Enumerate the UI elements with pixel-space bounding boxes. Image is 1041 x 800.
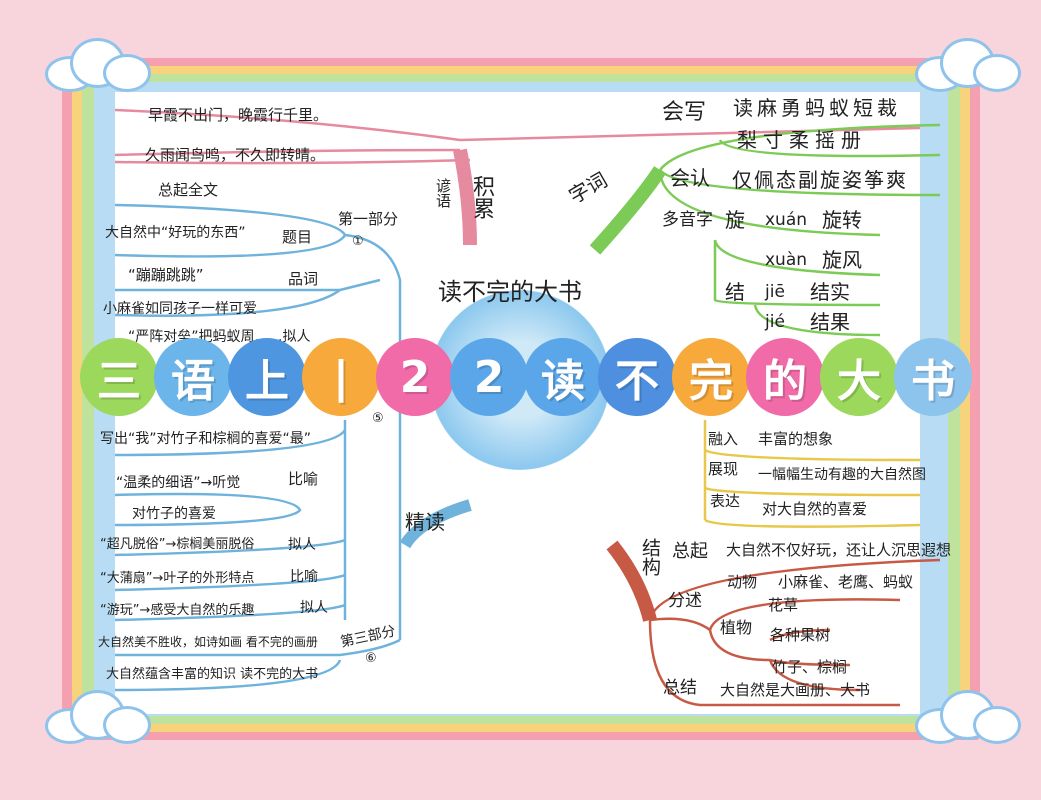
- writing-key: 融入: [708, 430, 739, 448]
- branch-accumulate-label: 积累: [469, 175, 494, 219]
- part1-item: 大自然中“好玩的东西”: [105, 225, 246, 241]
- polyphone-word: 旋风: [822, 248, 862, 272]
- rhetoric-tag: 比喻: [288, 470, 319, 488]
- recognize-label: 会认: [670, 166, 710, 190]
- reading-item: “游玩”→感受大自然的乐趣: [100, 603, 255, 618]
- banner-char-circle: 的: [746, 338, 824, 416]
- reading-item: “超凡脱俗”→棕榈美丽脱俗: [100, 537, 255, 552]
- part1-topic: 题目: [282, 228, 313, 246]
- rhetoric-tag: 比喻: [290, 569, 318, 585]
- part1-lead: 总起全文: [158, 181, 219, 199]
- proverb-item: 早霞不出门，晚霞行千里。: [148, 106, 329, 124]
- pinyin: xuàn: [765, 250, 808, 270]
- polyphone-char: 结: [725, 280, 745, 304]
- animal-key: 动物: [727, 573, 758, 591]
- branch-reading-label: 精读: [405, 510, 445, 534]
- part6-number: ⑥: [365, 651, 377, 666]
- reading-item: “温柔的细语”→听觉: [116, 475, 241, 491]
- pinci-item: 小麻雀如同孩子一样可爱: [103, 301, 257, 317]
- write-label: 会写: [662, 100, 707, 125]
- structure-summary-value: 大自然是大画册、大书: [720, 681, 871, 699]
- cloud-decoration: [45, 38, 155, 98]
- part1-label: 第一部分: [338, 210, 399, 228]
- structure-intro-key: 总起: [672, 541, 708, 562]
- part1-number: ①: [352, 234, 364, 249]
- plant-item: 竹子、棕榈: [772, 658, 848, 676]
- animal-value: 小麻雀、老鹰、蚂蚁: [778, 573, 914, 591]
- part6-item: 大自然美不胜收，如诗如画 看不完的画册: [98, 635, 318, 649]
- proverb-label: 谚语: [434, 178, 452, 208]
- banner-char-circle: 上: [228, 338, 306, 416]
- cloud-decoration: [915, 690, 1025, 750]
- writing-key: 展现: [708, 460, 739, 478]
- writing-value: 一幅幅生动有趣的大自然图: [758, 467, 926, 483]
- plant-item: 各种果树: [770, 626, 831, 644]
- reading-item: “大蒲扇”→叶子的外形特点: [100, 571, 255, 586]
- polyphone-word: 结果: [810, 310, 850, 334]
- pinyin: jiē: [765, 282, 785, 302]
- part6-item: 大自然蕴含丰富的知识 读不完的大书: [106, 667, 319, 682]
- structure-detail-key: 分述: [668, 591, 702, 611]
- cloud-decoration: [45, 690, 155, 750]
- writing-value: 对大自然的喜爱: [762, 500, 868, 518]
- polyphone-word: 结实: [810, 280, 850, 304]
- rhetoric-tag: 拟人: [300, 600, 328, 616]
- pinyin: xuán: [765, 210, 808, 230]
- banner-char-circle: 语: [154, 338, 232, 416]
- banner-char-circle: 三: [80, 338, 158, 416]
- pinyin: jié: [765, 312, 785, 332]
- cloud-decoration: [915, 38, 1025, 98]
- banner-char-circle: 2: [376, 338, 454, 416]
- polyphone-char: 旋: [725, 208, 745, 232]
- plant-item: 花草: [768, 596, 799, 614]
- banner-char-circle: 书: [894, 338, 972, 416]
- structure-intro-value: 大自然不仅好玩，还让人沉思遐想: [726, 541, 952, 559]
- polyphone-label: 多音字: [662, 210, 713, 230]
- banner-char-circle: |: [302, 338, 380, 416]
- banner-char-circle: 读: [524, 338, 602, 416]
- banner-char-circle: 完: [672, 338, 750, 416]
- recognize-row: 仅佩态副旋姿筝爽: [732, 168, 908, 192]
- part5-number: ⑤: [372, 411, 384, 426]
- write-row: 读麻勇蚂蚁短裁: [733, 96, 901, 120]
- reading-item: 写出“我”对竹子和棕榈的喜爱“最”: [100, 431, 312, 447]
- write-row: 梨寸柔摇册: [737, 128, 867, 152]
- rhetoric-tag: 拟人: [288, 537, 316, 553]
- structure-summary-key: 总结: [663, 678, 697, 698]
- reading-item: 对竹子的喜爱: [132, 506, 216, 522]
- pinci-item: “蹦蹦跳跳”: [128, 266, 204, 284]
- branch-structure-label: 结构: [639, 538, 661, 576]
- plant-key: 植物: [720, 618, 753, 637]
- writing-value: 丰富的想象: [758, 430, 834, 448]
- writing-key: 表达: [710, 492, 741, 510]
- proverb-item: 久雨闻鸟鸣，不久即转晴。: [145, 146, 326, 164]
- center-title: 读不完的大书: [438, 278, 582, 306]
- banner-char-circle: 不: [598, 338, 676, 416]
- polyphone-word: 旋转: [822, 208, 862, 232]
- banner-char-circle: 2: [450, 338, 528, 416]
- banner-char-circle: 大: [820, 338, 898, 416]
- pinci-label: 品词: [288, 270, 319, 288]
